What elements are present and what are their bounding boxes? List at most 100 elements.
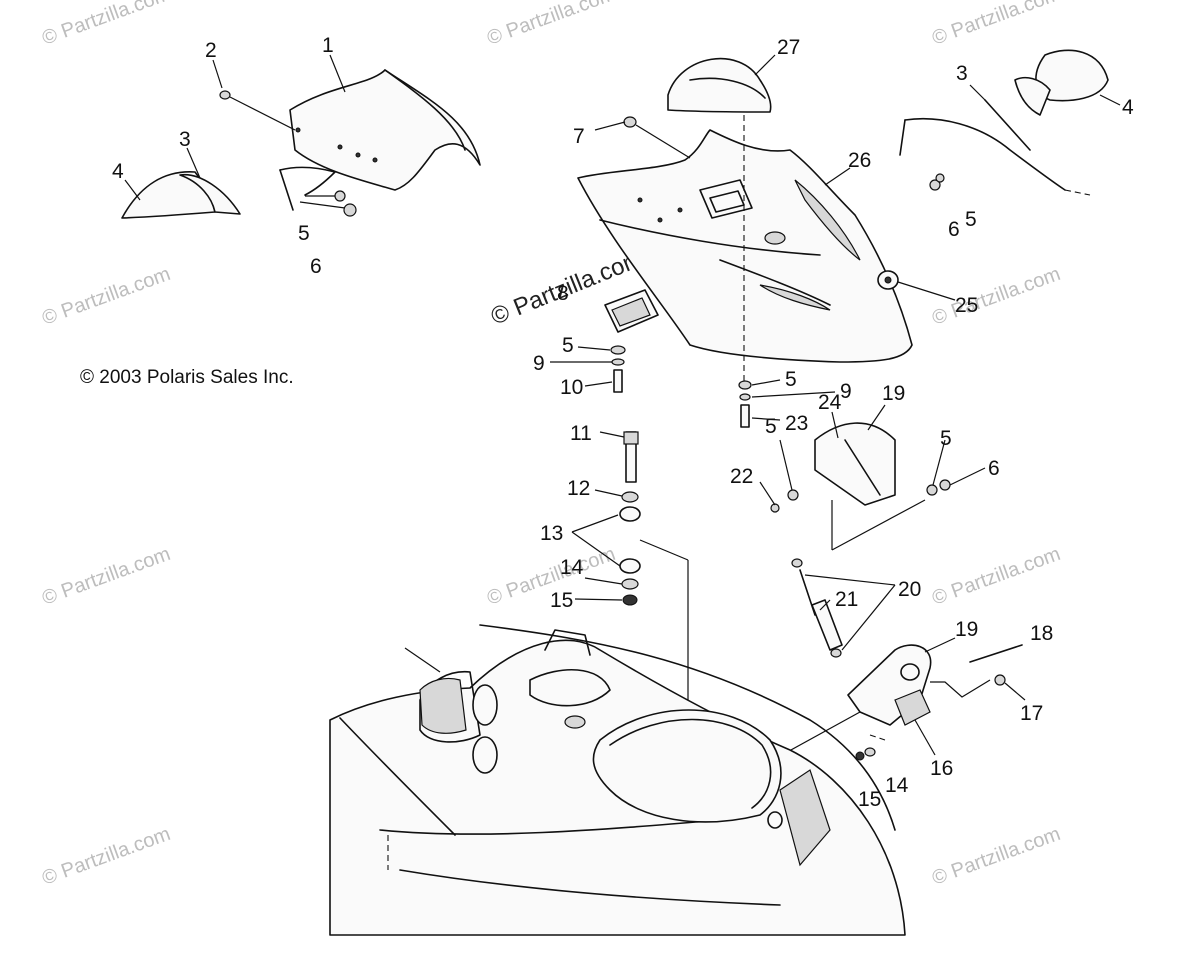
leader-line [635,124,691,159]
right-mirror-group [899,49,1109,196]
mount-hole [637,197,643,203]
callout-4: 4 [112,160,124,183]
gas-strut-group [791,558,843,658]
leader-line [751,379,781,386]
hull-port [472,736,498,774]
leader-line [804,574,896,586]
leader-line [1099,94,1121,106]
leader-line [969,84,986,101]
latch-center [884,276,892,284]
hinge-hole [900,663,920,681]
watermark: © Partzilla.com [39,0,173,50]
screw-part-2 [219,90,231,100]
leader-line [594,489,623,497]
leader-line [584,577,623,585]
callout-labels: 1 2 3 4 5 6 27 7 26 3 4 6 5 25 8 5 9 10 … [112,34,1134,811]
leader-line [229,96,296,131]
nut-part-15 [855,751,865,761]
callout-14: 14 [560,556,584,579]
callout-21: 21 [835,588,858,611]
callout-5-stack: 5 [562,334,574,357]
nut-part-6 [939,479,951,491]
hull-handle [544,629,591,656]
callout-4-right: 4 [1122,96,1134,119]
callout-17: 17 [1020,702,1043,725]
right-windshield-edge [904,117,1066,191]
washer-part-5 [610,345,626,355]
leader-line [584,381,613,387]
leader-line [751,391,836,398]
leader-line [867,404,886,431]
hull-contour [399,869,781,906]
leader-line [824,167,851,186]
hinge-contour [844,439,881,496]
hood-plate [699,179,753,219]
leader-line [594,121,626,131]
hood-contour [599,219,821,256]
washer-part-12 [621,491,639,503]
washer-part-5 [926,484,938,496]
leader-line [571,514,619,533]
callout-2: 2 [205,39,217,62]
leader-line [1004,682,1026,701]
leader-line [819,599,831,611]
callout-22: 22 [730,465,753,488]
callout-leaders [124,54,1121,756]
strut-part-21 [811,599,843,651]
callout-18: 18 [1030,622,1053,645]
callout-16: 16 [930,757,953,780]
hull-bow-panel [779,769,831,867]
washer-part-9 [611,358,625,366]
bracket-stack-group [604,289,689,752]
callout-24: 24 [818,391,842,414]
watermark: © Partzilla.com [929,543,1063,610]
windshield-part-1 [289,69,481,191]
leader-line [897,281,956,301]
callout-5-hinge-left: 5 [765,415,777,438]
bolt-part-10 [613,369,623,393]
rod-part-18 [969,644,1023,663]
callout-25: 25 [955,294,978,317]
leader-line [577,346,611,351]
hood-vent [759,284,831,311]
grommet-part-13 [619,506,641,522]
alignment-line [1064,189,1091,196]
cap-part-27 [667,57,772,113]
callout-8: 8 [557,282,569,305]
grommet-part-13 [619,558,641,574]
hood-group [577,57,913,428]
hinge-part-16 [894,689,931,726]
watermark: © Partzilla.com [39,263,173,330]
hull-storage-well [592,709,782,823]
callout-12: 12 [567,477,590,500]
leader-line [639,539,689,561]
callout-15: 15 [550,589,573,612]
bracket-face [611,297,651,327]
leader-line [571,531,621,567]
leader-line [930,679,991,698]
callout-1: 1 [322,34,334,57]
callout-26: 26 [848,149,871,172]
watermark: © Partzilla.com [484,0,618,50]
callout-19-lower: 19 [955,618,978,641]
hull-port [472,684,498,726]
watermark: © Partzilla.com [39,823,173,890]
callout-27: 27 [777,36,800,59]
callout-20: 20 [898,578,921,601]
hull-compartment-inner [419,677,467,734]
callout-5-right: 5 [965,208,977,231]
strut-end [830,648,842,658]
leader-line [831,499,926,551]
watermark: © Partzilla.com [39,543,173,610]
callout-13: 13 [540,522,563,545]
callout-10: 10 [560,376,583,399]
leader-line [299,201,346,209]
leader-line [924,637,956,653]
leader-line [949,467,986,486]
windshield-edge [384,69,466,151]
mount-hole [295,127,301,133]
callout-6-right: 6 [948,218,960,241]
hood-hole [764,231,786,245]
leader-line [754,54,776,76]
watermark: © Partzilla.com [929,263,1063,330]
